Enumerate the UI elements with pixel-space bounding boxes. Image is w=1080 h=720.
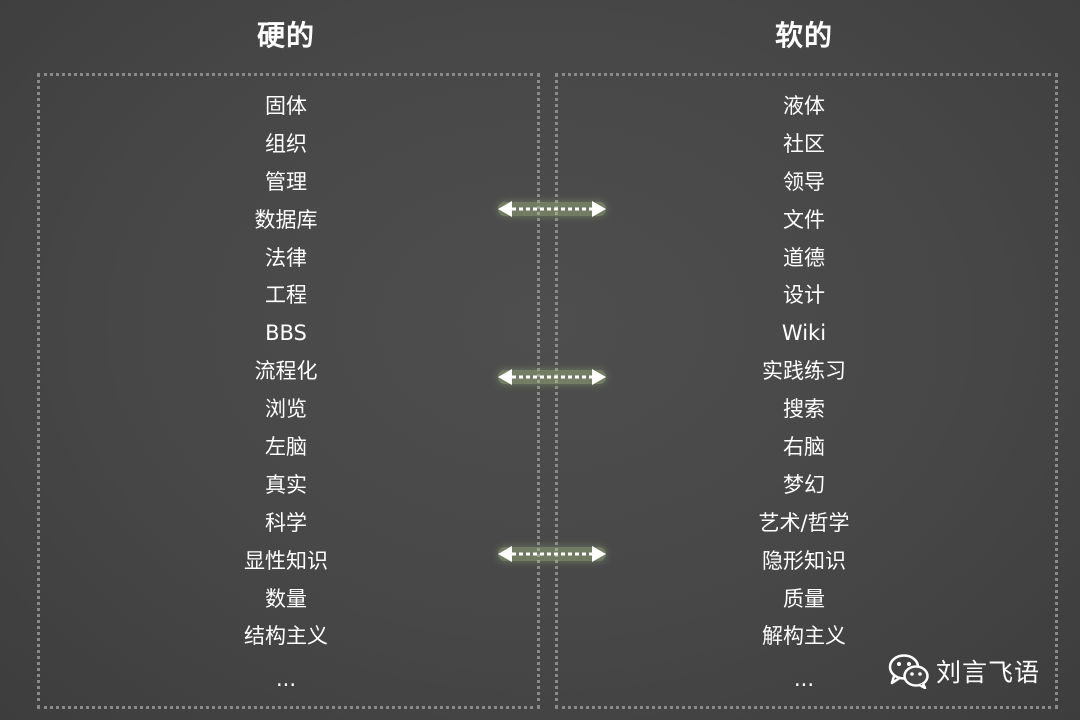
- list-item: 社区: [783, 131, 825, 156]
- list-item: 组织: [265, 131, 307, 156]
- list-item: 搜索: [783, 397, 825, 422]
- list-item: 质量: [783, 586, 825, 611]
- list-item: 工程: [265, 283, 307, 308]
- list-item: 实践练习: [762, 359, 846, 384]
- list-item: 真实: [265, 472, 307, 497]
- right-column-title: 软的: [774, 19, 833, 52]
- list-item: 结构主义: [244, 624, 328, 649]
- watermark-text: 刘言飞语: [936, 658, 1041, 687]
- list-item: 管理: [265, 169, 307, 194]
- list-item: 数据库: [254, 207, 318, 232]
- list-item: 流程化: [254, 359, 318, 384]
- double-arrow-icon: [492, 540, 612, 568]
- list-ellipsis: ...: [275, 667, 297, 692]
- soft-list: 液体 社区 领导 文件 道德 设计 Wiki 实践练习 搜索 右脑 梦幻 艺术/…: [654, 88, 954, 694]
- list-item: 液体: [783, 94, 825, 118]
- list-item: BBS: [265, 321, 307, 346]
- list-item: 浏览: [265, 397, 307, 422]
- list-item: 梦幻: [783, 472, 825, 497]
- list-item: Wiki: [781, 321, 827, 346]
- hard-list: 固体 组织 管理 数据库 法律 工程 BBS 流程化 浏览 左脑 真实 科学 显…: [136, 88, 436, 694]
- list-item: 设计: [783, 283, 825, 308]
- list-item: 显性知识: [244, 548, 328, 573]
- list-item: 领导: [783, 169, 825, 194]
- list-item: 隐形知识: [762, 548, 846, 573]
- double-arrow-icon: [492, 195, 612, 223]
- list-item: 解构主义: [762, 624, 846, 649]
- list-item: 道德: [783, 245, 825, 270]
- list-item: 艺术/哲学: [758, 510, 850, 535]
- left-column-title: 硬的: [256, 19, 315, 52]
- list-item: 科学: [265, 510, 307, 535]
- list-item: 右脑: [783, 435, 825, 460]
- double-arrow-icon: [492, 363, 612, 391]
- watermark: 刘言飞语: [888, 651, 1040, 691]
- list-item: 固体: [265, 94, 307, 118]
- right-panel: [555, 73, 1058, 709]
- list-item: 文件: [783, 207, 825, 232]
- list-item: 法律: [265, 245, 307, 270]
- list-item: 数量: [265, 586, 307, 611]
- left-panel: [37, 73, 540, 709]
- list-ellipsis: ...: [793, 667, 815, 692]
- wechat-icon: [888, 654, 929, 689]
- list-item: 左脑: [265, 435, 307, 460]
